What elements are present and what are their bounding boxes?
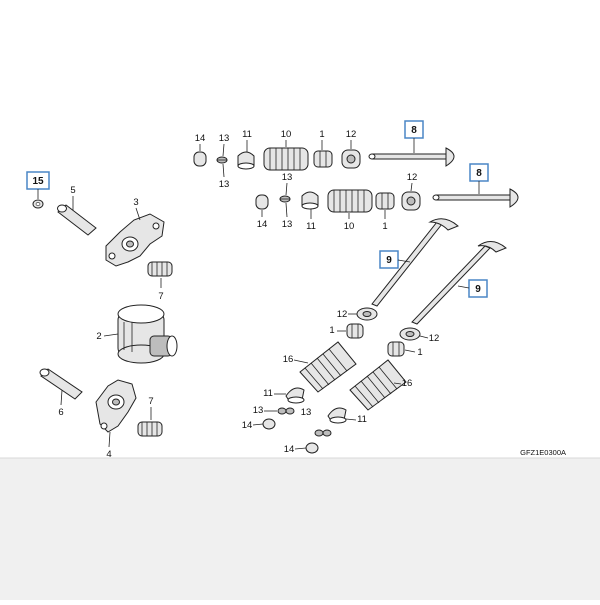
callout-11d: 11 <box>357 414 367 425</box>
callout-16b: 16 <box>402 378 413 389</box>
part-14-cap-top[interactable] <box>193 151 207 167</box>
callout-11c: 11 <box>263 388 273 399</box>
callout-9b: 9 <box>475 284 481 295</box>
callout-8b: 8 <box>476 168 482 179</box>
highlight-box-9b <box>468 279 488 298</box>
part-10-valve-spring-top[interactable] <box>263 147 309 171</box>
part-5-shaft[interactable] <box>57 204 97 236</box>
callout-13d: 13 <box>282 219 293 230</box>
part-13-cotter-lower-left[interactable] <box>277 407 295 415</box>
part-12-seat-lower-right[interactable] <box>399 327 421 341</box>
part-1-seal-top[interactable] <box>313 150 333 168</box>
callout-13b: 13 <box>219 179 230 190</box>
part-11-retainer-second[interactable] <box>301 191 319 210</box>
bottom-band <box>0 458 600 600</box>
highlight-box-9a <box>379 250 399 269</box>
callout-13c: 13 <box>282 172 293 183</box>
part-12-seat-top[interactable] <box>341 149 361 169</box>
part-13-cotter-second[interactable] <box>279 195 291 203</box>
part-12-seat-lower-left[interactable] <box>356 307 378 321</box>
part-9-valve-right[interactable] <box>411 241 507 325</box>
callout-2: 2 <box>96 331 101 342</box>
part-8-pushrod-second[interactable] <box>432 188 519 208</box>
callout-14b: 14 <box>257 219 268 230</box>
callout-12d: 12 <box>429 333 440 344</box>
part-8-pushrod-top[interactable] <box>368 147 455 167</box>
part-1-seal-lower-left[interactable] <box>346 323 364 339</box>
callout-13f: 13 <box>301 407 312 418</box>
callout-7b: 7 <box>148 396 153 407</box>
callout-11a: 11 <box>242 129 252 140</box>
callout-12a: 12 <box>346 129 357 140</box>
part-12-seat-second[interactable] <box>401 191 421 211</box>
part-7-spring-upper[interactable] <box>147 261 173 277</box>
callout-7a: 7 <box>158 291 163 302</box>
part-1-seal-second[interactable] <box>375 192 395 210</box>
callout-14d: 14 <box>284 444 295 455</box>
callout-1a: 1 <box>319 129 324 140</box>
part-14-cap-lower-right[interactable] <box>305 442 319 454</box>
part-10-valve-spring-second[interactable] <box>327 189 373 213</box>
callout-12c: 12 <box>337 309 348 320</box>
callout-6: 6 <box>58 407 63 418</box>
part-6-shaft[interactable] <box>39 368 83 400</box>
part-15-washer[interactable] <box>32 199 44 209</box>
part-7-spring-lower[interactable] <box>137 421 163 437</box>
callout-12b: 12 <box>407 172 418 183</box>
callout-11b: 11 <box>306 221 316 232</box>
callout-1c: 1 <box>329 325 334 336</box>
callout-8a: 8 <box>411 125 417 136</box>
callout-3: 3 <box>133 197 138 208</box>
callout-4: 4 <box>106 449 111 460</box>
part-11-retainer-lower-left[interactable] <box>285 387 305 404</box>
callout-14c: 14 <box>242 420 253 431</box>
callout-1b: 1 <box>382 221 387 232</box>
diagram-code: GFZ1E0300A <box>520 448 566 457</box>
part-9-valve-left[interactable] <box>371 218 459 307</box>
callout-5: 5 <box>70 185 75 196</box>
part-16-spring-lower-left[interactable] <box>299 341 357 393</box>
callout-14a: 14 <box>195 133 206 144</box>
callout-10b: 10 <box>344 221 355 232</box>
part-14-cap-second[interactable] <box>255 194 269 210</box>
part-13-cotter-lower-right[interactable] <box>314 429 332 437</box>
part-3-rocker-arm[interactable] <box>105 213 165 267</box>
callout-15: 15 <box>32 176 44 187</box>
part-11-retainer-top[interactable] <box>237 151 255 170</box>
callout-9a: 9 <box>386 255 392 266</box>
part-13-cotter-top[interactable] <box>216 156 228 164</box>
callout-10a: 10 <box>281 129 292 140</box>
part-14-cap-lower-left[interactable] <box>262 418 276 430</box>
part-1-seal-lower-right[interactable] <box>387 341 405 357</box>
callout-1d: 1 <box>417 347 422 358</box>
callout-16a: 16 <box>283 354 294 365</box>
part-11-retainer-lower-right[interactable] <box>327 407 347 424</box>
callout-13a: 13 <box>219 133 230 144</box>
callout-13e: 13 <box>253 405 264 416</box>
part-16-spring-lower-right[interactable] <box>349 359 407 411</box>
part-4-rocker-arm[interactable] <box>95 379 137 433</box>
part-2-camshaft[interactable] <box>117 304 178 364</box>
